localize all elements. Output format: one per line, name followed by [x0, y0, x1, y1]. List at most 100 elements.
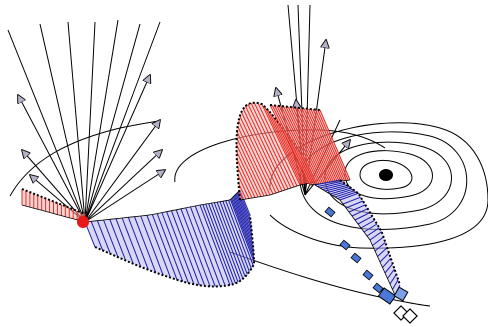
blue-ribbon-right-hatch	[372, 236, 384, 246]
fan-line	[39, 23, 86, 223]
fan-line	[84, 19, 119, 223]
blue-ribbon-middle	[84, 189, 256, 288]
blue-ribbon-middle-hatch	[235, 193, 253, 236]
blue-ribbon-middle-hatch	[146, 215, 171, 278]
red-ribbon-middle-hatch	[236, 166, 253, 199]
red-ribbon-middle-hatch	[257, 102, 298, 187]
fan-lines-left	[7, 19, 165, 223]
blue-ribbon-middle-hatch	[225, 200, 252, 269]
red-ribbon-middle-hatch	[250, 102, 292, 189]
blue-ribbon-right-hatch	[379, 252, 390, 263]
blue-ribbon-right-hatch	[360, 219, 375, 229]
blue-ribbon-middle-hatch	[140, 215, 164, 276]
blue-box-marker	[377, 286, 409, 305]
red-ribbon-middle-base	[239, 181, 316, 201]
red-ribbon-left-edge	[21, 188, 86, 215]
blue-ribbon-right-hatch	[377, 247, 388, 257]
blue-ribbon-middle-hatch	[90, 221, 104, 251]
red-ribbon-right-hatch	[305, 108, 340, 182]
red-ribbon-middle-hatch	[238, 120, 274, 195]
blue-ribbon-middle-hatch	[194, 205, 226, 286]
red-ribbon-right-hatch	[283, 106, 322, 184]
red-ribbon-middle-hatch	[274, 118, 307, 185]
red-ribbon-right-hatch	[299, 107, 335, 183]
red-ribbon-middle-hatch	[270, 113, 305, 185]
blue-ribbon-middle-hatch	[103, 219, 119, 258]
blue-ribbon-middle-hatch	[166, 211, 195, 285]
blue-ribbon-middle-hatch	[216, 201, 246, 277]
blue-ribbon-middle-hatch	[228, 200, 254, 266]
blue-ribbon-middle-hatch	[233, 195, 254, 245]
blue-ribbon-right	[314, 179, 401, 296]
red-ribbon-middle-hatch	[261, 103, 301, 186]
red-ribbon-middle-hatch	[236, 131, 268, 196]
blue-step-marker	[372, 282, 384, 294]
blue-ribbon-middle-hatch	[234, 194, 254, 241]
contour-arc-bottom	[229, 251, 431, 307]
red-ribbon-right-hatch	[308, 108, 342, 182]
red-ribbon-middle-hatch	[242, 108, 283, 192]
blue-ribbon-right-hatch	[314, 179, 341, 186]
blue-ribbon-middle-hatch	[156, 213, 184, 282]
blue-ribbon-middle-hatch	[127, 217, 149, 271]
blue-ribbon-right-base	[314, 184, 396, 296]
blue-ribbon-right-hatch	[322, 183, 346, 190]
red-ribbon-middle-hatch	[267, 109, 304, 185]
blue-ribbon-right-hatch	[357, 215, 373, 225]
blue-step-marker	[362, 269, 374, 281]
markers	[77, 169, 418, 324]
blue-ribbon-middle-hatch	[121, 217, 142, 268]
red-ribbon-right-hatch	[285, 106, 324, 184]
red-ribbon-right-hatch	[301, 107, 336, 183]
blue-ribbon-right-hatch	[332, 188, 353, 196]
blue-ribbon-right-hatch	[387, 268, 395, 279]
fan-line	[67, 21, 86, 223]
black-dot-marker	[379, 169, 393, 181]
blue-ribbon-middle-hatch	[170, 210, 200, 286]
blue-ribbon-middle-hatch	[210, 202, 242, 281]
diamond-marker	[393, 305, 418, 324]
blue-ribbon-middle-base	[84, 189, 241, 223]
red-ribbon-right-hatch	[314, 109, 347, 181]
red-ribbon-middle-hatch	[236, 158, 256, 198]
blue-ribbon-right-hatch	[345, 200, 364, 209]
blue-ribbon-right-hatch	[382, 257, 392, 268]
red-ribbon-middle-hatch	[236, 151, 259, 198]
blue-ribbon-right-hatch	[392, 279, 399, 290]
red-ribbon-right-hatch	[269, 104, 311, 186]
blue-ribbon-middle-hatch	[161, 212, 189, 284]
red-ribbon-right-hatch	[292, 107, 329, 183]
blue-ribbon-right-hatch	[366, 227, 380, 237]
red-ribbon-right-hatch	[294, 107, 331, 183]
red-ribbon-middle-hatch	[237, 174, 250, 199]
blue-ribbon-middle-hatch	[151, 214, 178, 281]
red-ribbon-middle-hatch	[240, 111, 280, 193]
red-ribbon-middle-edge	[235, 101, 304, 201]
blue-ribbon-right-hatch	[317, 180, 342, 187]
red-ribbon-right-hatch	[280, 105, 320, 185]
blue-ribbon-right-hatch	[384, 263, 394, 274]
blue-ribbon-right-hatch	[351, 208, 368, 217]
blue-ribbon-middle-hatch	[199, 204, 231, 286]
red-ribbon-right-hatch	[296, 107, 333, 183]
blue-ribbon-right-hatch	[389, 274, 397, 285]
blue-ribbon-middle-hatch	[175, 209, 206, 287]
red-ribbon-middle-hatch	[236, 137, 265, 197]
blue-ribbon-middle-hatch	[190, 206, 221, 287]
blue-ribbon-middle-hatch	[222, 201, 250, 272]
red-ribbon-middle-hatch	[247, 103, 289, 190]
blue-ribbon-middle-hatch	[185, 207, 216, 287]
red-ribbon-right-hatch	[271, 105, 313, 185]
blue-ribbon-middle-hatch	[202, 204, 234, 285]
red-ribbon-middle-hatch	[253, 102, 295, 188]
blue-ribbon-middle-hatch	[134, 216, 157, 273]
red-ribbon-middle-hatch	[264, 106, 302, 185]
blue-ribbon-right-hatch	[324, 184, 348, 192]
red-ribbon-middle-hatch	[237, 126, 271, 196]
blue-ribbon-middle-fill	[85, 190, 255, 287]
fan-line	[84, 21, 161, 223]
blue-ribbon-right-hatch	[327, 186, 350, 193]
fan-line	[84, 170, 165, 223]
red-ribbon-right-hatch	[278, 105, 318, 185]
